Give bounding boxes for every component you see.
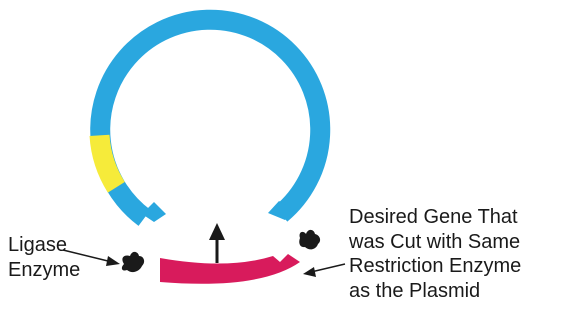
ligase-label-line-1: Ligase [8, 234, 67, 256]
gene-label-line-2: was Cut with Same [349, 230, 521, 253]
marker-gene-segment [89, 134, 125, 193]
up-arrow-icon [209, 223, 225, 263]
desired-gene-fragment [160, 254, 300, 284]
gene-label-line-3: Restriction Enzyme [349, 255, 522, 277]
gene-label-line-1: Desired Gene That [349, 206, 518, 228]
ligase-enzyme-icon-left [121, 251, 145, 273]
ligase-enzyme-icon-right [299, 229, 321, 250]
plasmid-sticky-end-right [268, 201, 297, 220]
ligase-enzyme-label: Ligase Enzyme [8, 233, 80, 282]
plasmid-ring [90, 9, 331, 226]
plasmid-sticky-end-left [142, 202, 166, 222]
gene-pointer [303, 263, 346, 277]
ligase-pointer [62, 249, 120, 266]
ligase-label-line-2: Enzyme [8, 258, 81, 281]
gene-label-line-4: as the Plasmid [349, 279, 481, 302]
desired-gene-label: Desired Gene That was Cut with Same Rest… [349, 205, 521, 303]
